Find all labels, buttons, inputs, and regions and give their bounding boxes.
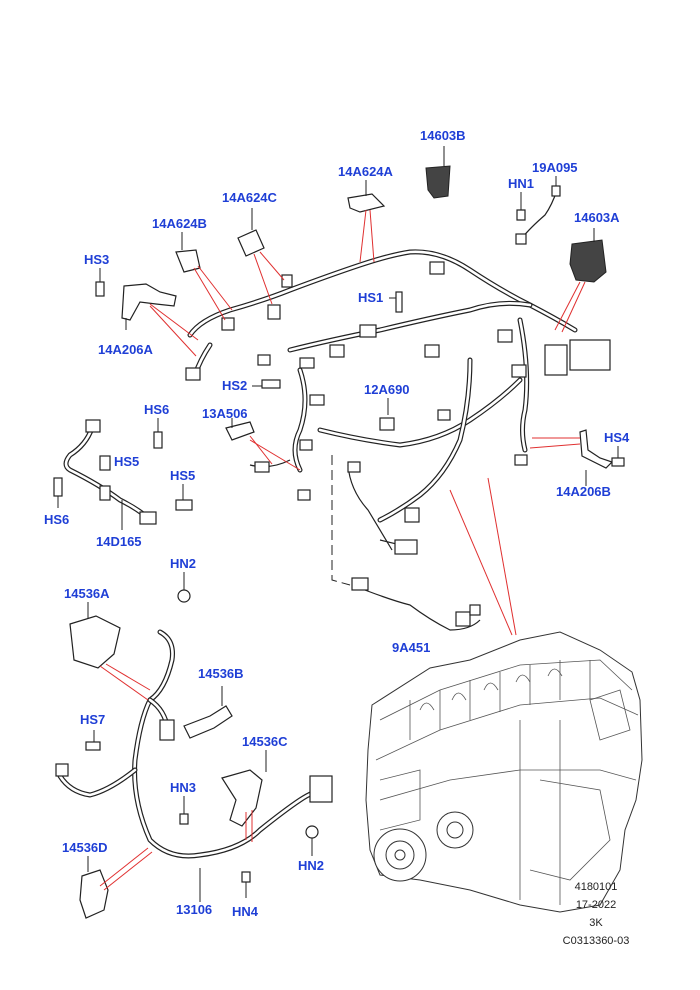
part-14a206b — [529, 429, 614, 486]
part-14536b — [183, 686, 233, 739]
label-hs4: HS4 — [604, 430, 630, 445]
label-14603a: 14603A — [574, 210, 620, 225]
part-13a506 — [225, 418, 301, 471]
label-13106: 13106 — [176, 902, 212, 917]
part-13106-cable — [55, 629, 333, 902]
label-14a624b: 14A624B — [152, 216, 207, 231]
label-14603b: 14603B — [420, 128, 466, 143]
label-14a206a: 14A206A — [98, 342, 154, 357]
label-hn2-top: HN2 — [170, 556, 196, 571]
label-hs5-b: HS5 — [170, 468, 195, 483]
part-hs5-b — [175, 484, 193, 511]
part-14603b — [425, 146, 451, 199]
label-14a206b: 14A206B — [556, 484, 611, 499]
part-hs4 — [611, 446, 625, 467]
sensor-harness-9a451 — [331, 455, 481, 631]
label-hs7: HS7 — [80, 712, 105, 727]
label-hn4: HN4 — [232, 904, 259, 919]
part-hn4 — [241, 871, 251, 898]
part-hs3 — [95, 268, 105, 297]
reference-line-2: 17-2022 — [576, 899, 616, 911]
reference-block: 4180101 17-2022 3K C0313360-03 — [563, 881, 630, 947]
part-14a206a — [121, 283, 199, 357]
part-14536d — [79, 847, 153, 919]
callout-labels: 14603B 14A624A 19A095 HN1 14A624C 14603A… — [44, 128, 630, 919]
part-hs6-left — [53, 477, 63, 508]
part-hn1 — [516, 192, 526, 221]
part-hs7 — [85, 730, 101, 751]
label-hn3: HN3 — [170, 780, 196, 795]
part-hn2-top — [177, 572, 191, 603]
part-14536c — [221, 750, 267, 842]
label-14536a: 14536A — [64, 586, 110, 601]
part-hs2 — [252, 379, 281, 389]
part-14a624b — [175, 232, 233, 321]
label-14536c: 14536C — [242, 734, 288, 749]
part-hn3 — [179, 796, 189, 825]
part-14a624a — [347, 180, 386, 263]
label-14a624c: 14A624C — [222, 190, 278, 205]
label-hs3: HS3 — [84, 252, 109, 267]
label-14536b: 14536B — [198, 666, 244, 681]
label-9a451: 9A451 — [392, 640, 430, 655]
label-hs6-top: HS6 — [144, 402, 169, 417]
part-hs6-top — [153, 418, 163, 449]
label-12a690: 12A690 — [364, 382, 410, 397]
label-hs2: HS2 — [222, 378, 247, 393]
label-hs1: HS1 — [358, 290, 383, 305]
reference-line-3: 3K — [589, 917, 603, 929]
part-14d165 — [63, 419, 157, 530]
label-hn2-bottom: HN2 — [298, 858, 324, 873]
label-14a624a: 14A624A — [338, 164, 394, 179]
part-19a095 — [515, 176, 561, 245]
main-engine-harness — [185, 249, 611, 555]
label-14d165: 14D165 — [96, 534, 142, 549]
part-14a624c — [237, 208, 285, 305]
reference-line-1: 4180101 — [575, 881, 618, 893]
part-14603a — [554, 228, 607, 333]
part-hs1 — [389, 291, 403, 313]
part-14536a — [69, 602, 151, 701]
label-hn1: HN1 — [508, 176, 534, 191]
reference-line-4: C0313360-03 — [563, 935, 630, 947]
label-14536d: 14536D — [62, 840, 108, 855]
part-hn2-bottom — [305, 825, 319, 856]
label-hs5-a: HS5 — [114, 454, 139, 469]
label-13a506: 13A506 — [202, 406, 248, 421]
part-hs5-a — [99, 455, 111, 471]
engine-block — [365, 631, 643, 913]
label-hs6-left: HS6 — [44, 512, 69, 527]
label-19a095: 19A095 — [532, 160, 578, 175]
